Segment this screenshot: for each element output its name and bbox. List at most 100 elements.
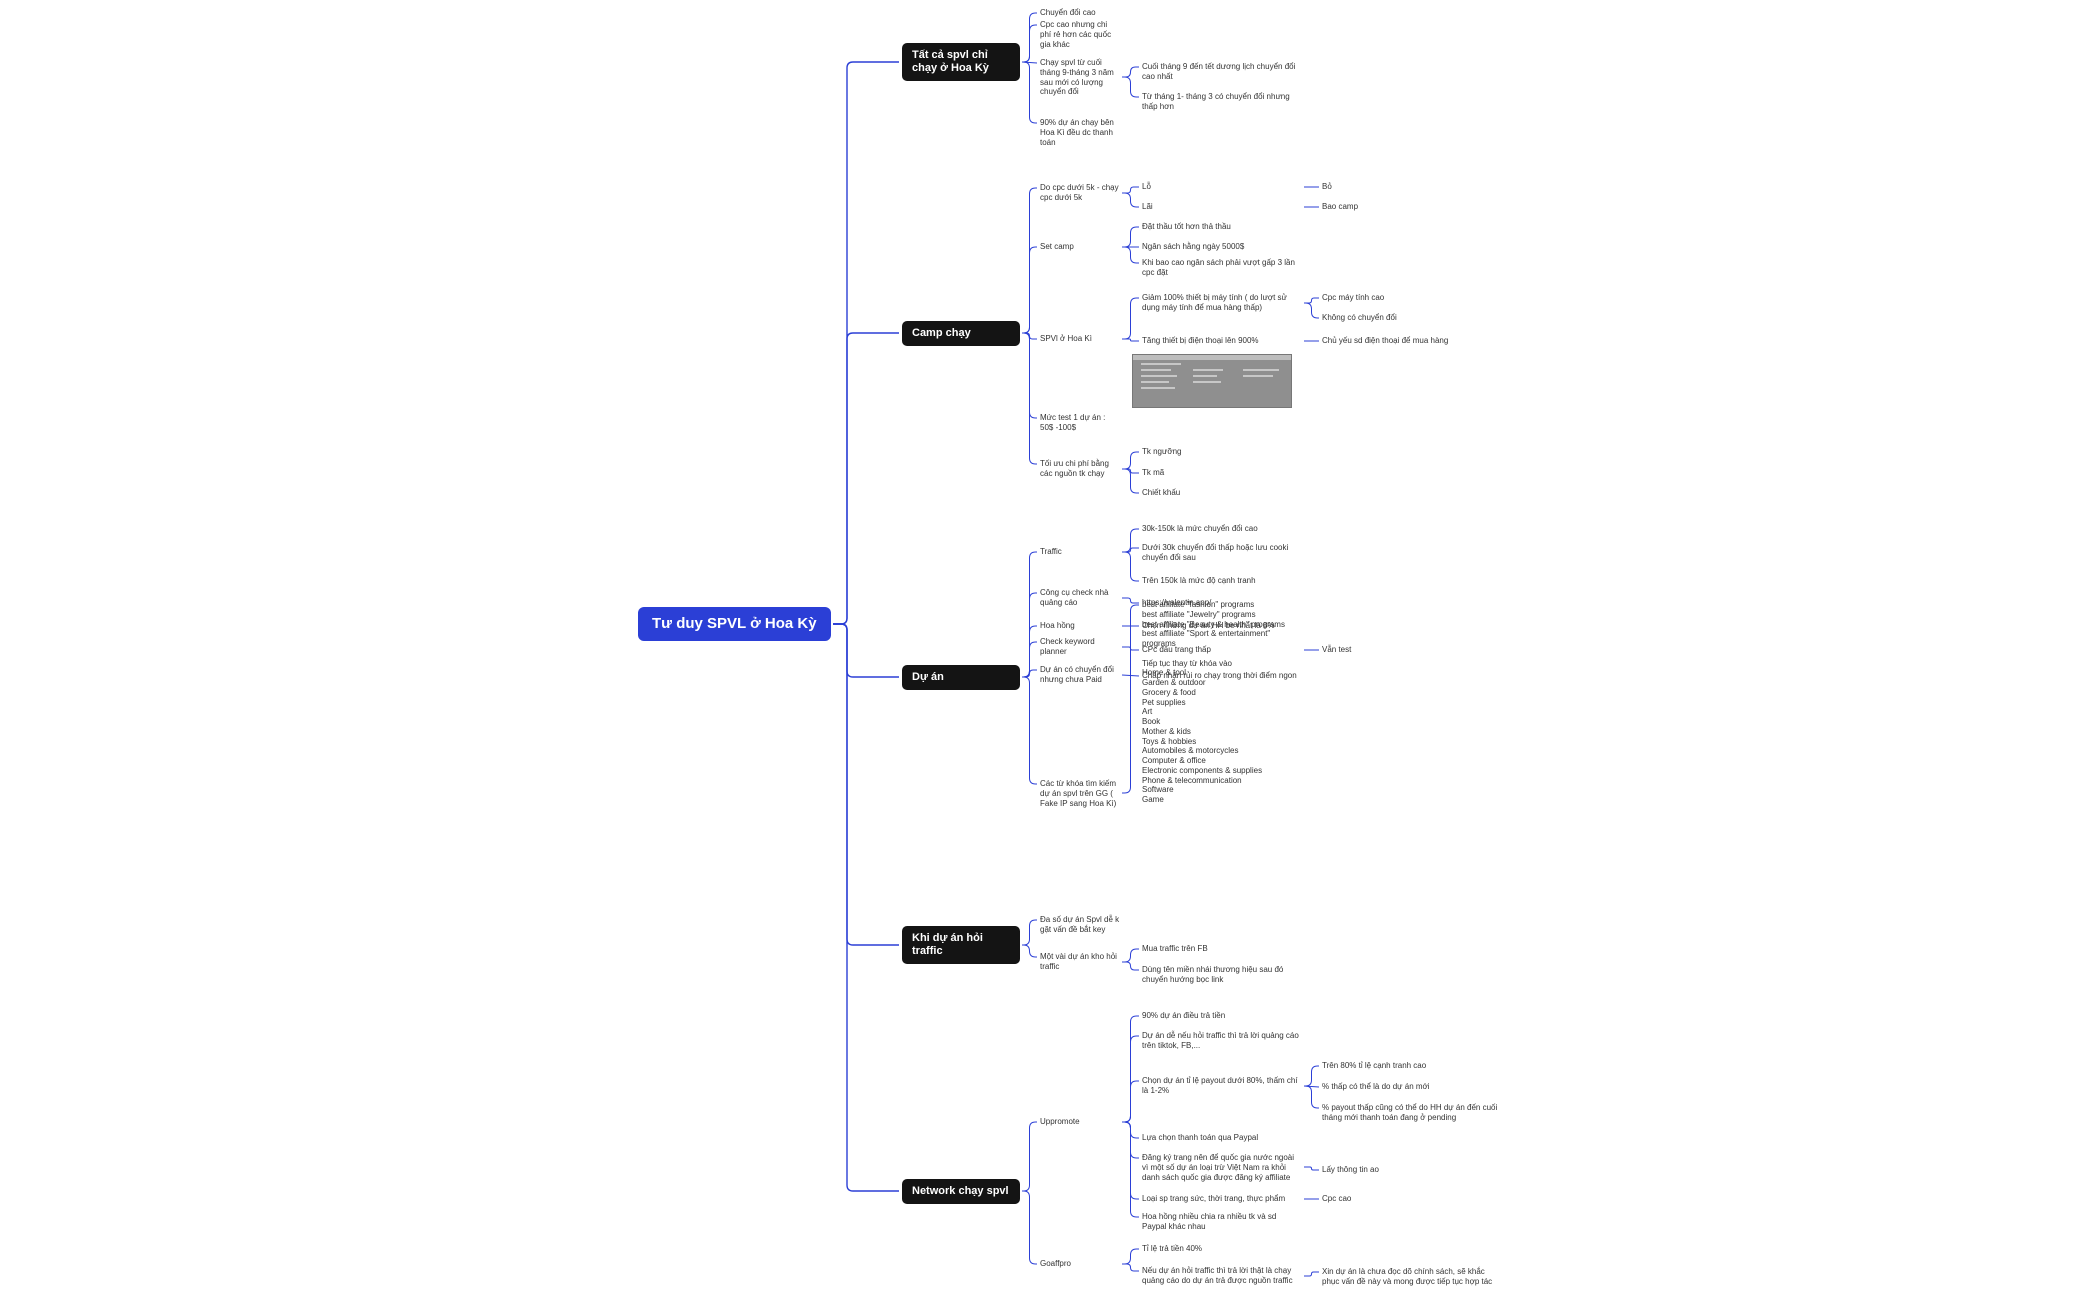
topic-chu-yeu-sd-dien-thoai-de-mua[interactable]: Chủ yếu sd điện thoại để mua hàng — [1322, 336, 1449, 345]
connector-line — [833, 623, 899, 1192]
connector-line — [1022, 1190, 1037, 1265]
topic-muc-test-1-du-an-50-100[interactable]: Mức test 1 dự án : 50$ -100$ — [1040, 413, 1106, 432]
topic-thap-co-the-la-do-du-an-moi[interactable]: % thấp có thể là do dự án mới — [1322, 1082, 1430, 1091]
topic-ngan-sach-hang-ngay-5000[interactable]: Ngân sách hằng ngày 5000$ — [1142, 242, 1245, 251]
topic-check-keyword-planner[interactable]: Check keyword planner — [1040, 637, 1095, 656]
topic-lo[interactable]: Lỗ — [1142, 182, 1151, 191]
connector-line — [1304, 1065, 1319, 1087]
connector-line — [1122, 338, 1139, 342]
connector-line — [1122, 246, 1139, 264]
connector-line — [1122, 551, 1139, 582]
topic-do-cpc-duoi-5k-chay-cpc-duoi[interactable]: Do cpc dưới 5k - chạy cpc dưới 5k — [1040, 183, 1119, 202]
connector-line — [1122, 948, 1139, 963]
topic-mot-vai-du-an-kho-hoi-traffi[interactable]: Một vài dự án kho hỏi traffic — [1040, 952, 1117, 971]
topic-tren-80-ti-le-canh-tranh-cao[interactable]: Trên 80% tỉ lệ cạnh tranh cao — [1322, 1061, 1427, 1070]
topic-goaffpro[interactable]: Goaffpro — [1040, 1259, 1071, 1268]
topic-cpc-may-tinh-cao[interactable]: Cpc máy tính cao — [1322, 293, 1385, 302]
connector-line — [1122, 1015, 1139, 1123]
topic-tk-nguong[interactable]: Tk ngưỡng — [1142, 447, 1182, 456]
topic-chuyen-doi-cao[interactable]: Chuyển đổi cao — [1040, 8, 1096, 17]
topic-chon-du-an-ti-le-payout-duoi[interactable]: Chọn dự án tỉ lệ payout dưới 80%, thấm c… — [1142, 1076, 1298, 1095]
connector-line — [1122, 1121, 1139, 1159]
connector-line — [1022, 332, 1037, 340]
connector-line — [1122, 66, 1139, 78]
branch-topic-du-an[interactable]: Dự án — [902, 665, 1020, 691]
topic-giam-100-thiet-bi-may-tinh-d[interactable]: Giảm 100% thiết bị máy tính ( do lượt sử… — [1142, 293, 1287, 312]
connector-line — [833, 61, 899, 625]
connector-line — [1121, 674, 1140, 677]
topic-set-camp[interactable]: Set camp — [1040, 242, 1074, 251]
connector-line — [1122, 1080, 1139, 1123]
topic-bo[interactable]: Bỏ — [1322, 182, 1332, 191]
connector-line — [1122, 961, 1139, 971]
topic-hoa-hong-nhieu-chia-ra-nhieu[interactable]: Hoa hồng nhiều chia ra nhiều tk và sd Pa… — [1142, 1212, 1277, 1231]
connector-line — [1122, 528, 1139, 553]
branch-topic-tat-ca-spvl-chi-chay-o-hoa-k[interactable]: Tất cả spvl chỉ chạy ở Hoa Kỳ — [902, 43, 1020, 82]
branch-topic-network-chay-spvl[interactable]: Network chạy spvl — [902, 1179, 1020, 1205]
topic-dung-ten-mien-nhai-thuong-hi[interactable]: Dùng tên miền nhái thương hiệu sau đó ch… — [1142, 965, 1284, 984]
branch-topic-khi-du-an-hoi-traffic[interactable]: Khi dự án hỏi traffic — [902, 926, 1020, 965]
topic-tren-150k-la-muc-do-canh-tra[interactable]: Trên 150k là mức độ cạnh tranh — [1142, 576, 1256, 585]
topic-cac-tu-khoa-tim-kiem-du-an-s[interactable]: Các từ khóa tìm kiếm dự án spvl trên GG … — [1040, 779, 1117, 808]
topic-cpc-cao-nhung-chi-phi-re-hon[interactable]: Cpc cao nhưng chi phí rẻ hơn các quốc gi… — [1040, 20, 1112, 49]
topic-dat-thau-tot-hon-tha-thau[interactable]: Đặt thầu tốt hơn thả thầu — [1142, 222, 1231, 231]
topic-chiet-khau[interactable]: Chiết khấu — [1142, 488, 1181, 497]
connector-line — [1122, 1035, 1139, 1123]
topic-lua-chon-thanh-toan-qua-payp[interactable]: Lựa chọn thanh toán qua Paypal — [1142, 1133, 1259, 1142]
connector-line — [1122, 468, 1139, 474]
topic-90-du-an-dieu-tra-tien[interactable]: 90% dự án điều trả tiền — [1142, 1011, 1226, 1020]
topic-traffic[interactable]: Traffic — [1040, 547, 1062, 556]
connector-line — [1122, 1263, 1139, 1272]
topic-payout-thap-cung-co-the-do-h[interactable]: % payout thấp cũng có thể do HH dự án đế… — [1322, 1103, 1498, 1122]
topic-lai[interactable]: Lãi — [1142, 202, 1153, 211]
topic-best-affiliate-fashion-progr[interactable]: best affiliate "fashion" programs best a… — [1142, 600, 1285, 804]
connector-line — [1022, 625, 1037, 678]
topic-chay-spvl-tu-cuoi-thang-9-th[interactable]: Chạy spvl từ cuối tháng 9-tháng 3 năm sa… — [1040, 58, 1114, 97]
topic-uppromote[interactable]: Uppromote — [1040, 1117, 1080, 1126]
topic-du-an-de-neu-hoi-traffic-thi[interactable]: Dự án dễ nếu hỏi traffic thì trả lời quả… — [1142, 1031, 1299, 1050]
topic-bao-camp[interactable]: Bao camp — [1322, 202, 1359, 211]
topic-neu-du-an-hoi-traffic-thi-tr[interactable]: Nếu dự án hỏi traffic thì trả lời thật l… — [1142, 1266, 1293, 1285]
topic-hoa-hong[interactable]: Hoa hồng — [1040, 621, 1075, 630]
branch-topic-camp-chay[interactable]: Camp chạy — [902, 321, 1020, 347]
topic-cuoi-thang-9-den-tet-duong-l[interactable]: Cuối tháng 9 đến tết dương lịch chuyển đ… — [1142, 62, 1296, 81]
root-topic[interactable]: Tư duy SPVL ở Hoa Kỳ — [638, 607, 831, 641]
connector-line — [1122, 604, 1139, 794]
topic-https-valentin-app[interactable]: https://valentin.app/ — [1142, 598, 1212, 607]
topic-lay-thong-tin-ao[interactable]: Lấy thông tin ao — [1322, 1165, 1379, 1174]
connector-line — [1304, 302, 1319, 319]
connector-line — [1122, 1121, 1139, 1139]
topic-mua-traffic-tren-fb[interactable]: Mua traffic trên FB — [1142, 944, 1208, 953]
topic-van-test[interactable]: Vẫn test — [1322, 645, 1352, 654]
topic-cong-cu-check-nha-quang-cao[interactable]: Công cụ check nhà quảng cáo — [1040, 588, 1109, 607]
topic-ti-le-tra-tien-40[interactable]: Tỉ lệ trả tiền 40% — [1142, 1244, 1203, 1253]
topic-tang-thiet-bi-dien-thoai-len[interactable]: Tăng thiết bị điện thoại lên 900% — [1142, 336, 1259, 345]
connector-line — [833, 623, 899, 678]
connector-line — [1122, 192, 1139, 208]
topic-chon-nhung-du-an-hh-be-nhat-[interactable]: Chọn những dự án HH be nhất là 8% — [1142, 621, 1275, 630]
topic-30k-150k-la-muc-chuyen-doi-c[interactable]: 30k-150k là mức chuyển đổi cao — [1142, 524, 1258, 533]
topic-dang-ky-trang-nen-de-quoc-gi[interactable]: Đăng ký trang nên để quốc gia nước ngoài… — [1142, 1153, 1295, 1182]
topic-loai-sp-trang-suc-thoi-trang[interactable]: Loại sp trang sức, thời trang, thực phẩm — [1142, 1194, 1286, 1203]
connector-line — [1122, 226, 1139, 248]
topic-tk-ma[interactable]: Tk mã — [1142, 468, 1165, 477]
topic-duoi-30k-chuyen-doi-thap-hoa[interactable]: Dưới 30k chuyển đổi thấp hoặc lưu cooki … — [1142, 543, 1289, 562]
topic-90-du-an-chay-ben-hoa-ki-deu[interactable]: 90% dự án chạy bên Hoa Kì đều dc thanh t… — [1040, 118, 1114, 147]
topic-khi-bao-cao-ngan-sach-phai-v[interactable]: Khi bao cao ngân sách phải vượt gấp 3 lầ… — [1142, 258, 1295, 277]
connector-line — [833, 332, 899, 625]
topic-toi-uu-chi-phi-bang-cac-nguo[interactable]: Tối ưu chi phí bằng các nguồn tk chạy — [1040, 459, 1109, 478]
topic-cpc-dau-trang-thap[interactable]: CPc đấu trang thấp — [1142, 645, 1211, 654]
topic-spvl-o-hoa-ki[interactable]: SPVl ở Hoa Kì — [1040, 334, 1092, 343]
topic-du-an-co-chuyen-doi-nhung-ch[interactable]: Dự án có chuyển đổi nhưng chưa Paid — [1040, 665, 1114, 684]
connector-line — [1304, 1166, 1319, 1171]
connector-line — [1122, 597, 1139, 604]
topic-cpc-cao[interactable]: Cpc cao — [1322, 1194, 1352, 1203]
topic-xin-du-an-la-chua-doc-do-chi[interactable]: Xin dự án là chưa đọc dõ chính sách, sẽ … — [1322, 1267, 1493, 1286]
connector-line — [1022, 919, 1037, 946]
topic-chap-nhan-rui-ro-chay-trong-[interactable]: Chấp nhận rủi ro chạy trong thời điểm ng… — [1142, 671, 1297, 680]
topic-da-so-du-an-spvl-de-k-gat-va[interactable]: Đa số dự án Spvl dễ k gặt vấn đề bắt key — [1040, 915, 1120, 934]
topic-tu-thang-1-thang-3-co-chuyen[interactable]: Từ tháng 1- tháng 3 có chuyển đổi nhưng … — [1142, 92, 1290, 111]
topic-khong-co-chuyen-doi[interactable]: Không có chuyển đổi — [1322, 313, 1397, 322]
connector-line — [1122, 646, 1139, 651]
connector-line — [1022, 246, 1037, 334]
